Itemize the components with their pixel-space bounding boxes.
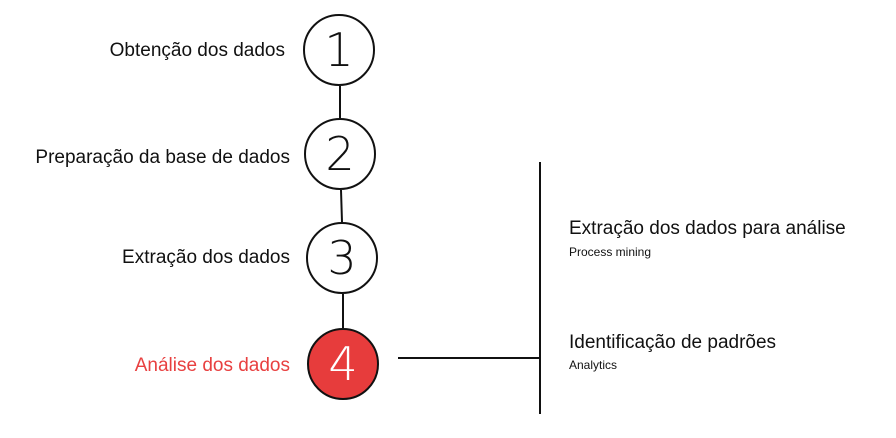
step-label-1: Obtenção dos dados (109, 40, 285, 61)
step-number-3: 3 (327, 231, 357, 285)
step-number-4: 4 (328, 337, 358, 391)
step-label-4: Análise dos dados (134, 355, 290, 376)
step-circle-3: 3 (306, 222, 378, 294)
step-circle-1: 1 (303, 14, 375, 86)
branch-title-process-mining: Extração dos dados para análise (569, 218, 846, 239)
step-circle-2: 2 (304, 118, 376, 190)
step-number-2: 2 (325, 127, 355, 181)
connector-2-3 (340, 189, 343, 223)
branch-subtitle-analytics: Analytics (569, 358, 618, 372)
step-number-1: 1 (324, 23, 354, 77)
branch-title-analytics: Identificação de padrões (569, 332, 777, 353)
step-circle-4: 4 (307, 328, 379, 400)
step-label-3: Extração dos dados (122, 247, 290, 268)
branch-subtitle-process-mining: Process mining (569, 245, 652, 259)
step-label-2: Preparação da base de dados (35, 147, 290, 168)
